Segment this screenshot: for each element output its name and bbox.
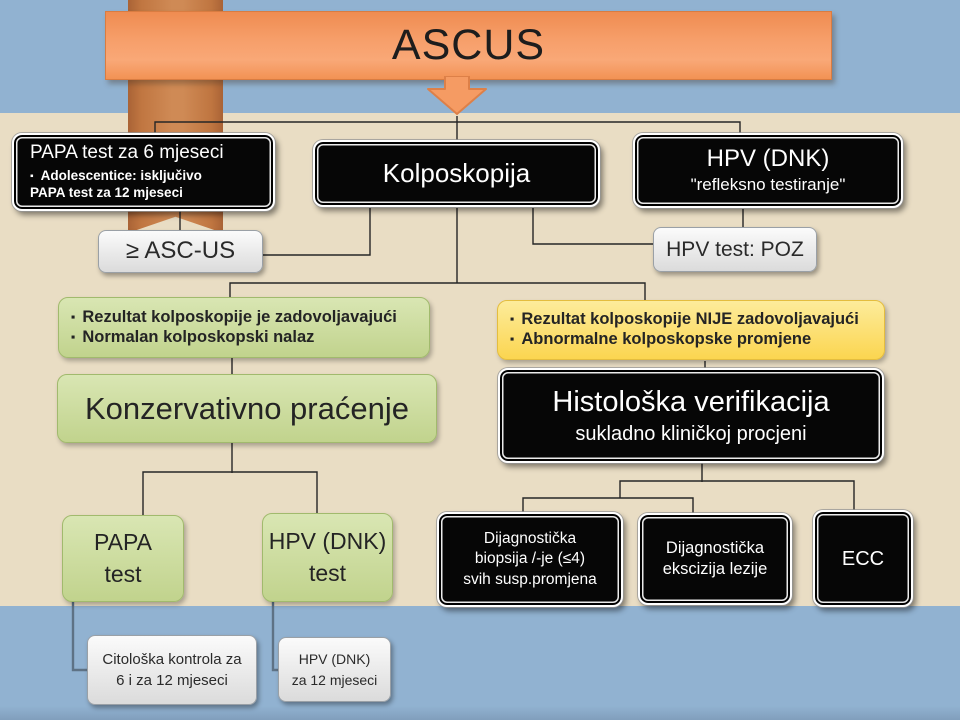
node-kolposkopija-zadovoljavajuca: Rezultat kolposkopije je zadovoljavajući…: [58, 297, 430, 358]
node-hpv-12-mjeseci: HPV (DNK) za 12 mjeseci: [278, 637, 391, 702]
node-citoloska-line2: 6 i za 12 mjeseci: [116, 672, 228, 689]
node-hpv-dnk-test-line2: test: [308, 559, 347, 586]
node-hpv-test-poz-label: HPV test: POZ: [666, 237, 804, 261]
node-dijagnosticka-ekscizija: Dijagnostička ekscizija lezije: [638, 513, 792, 605]
criteria-bullet: Rezultat kolposkopije je zadovoljavajući: [71, 308, 397, 328]
title-banner: ASCUS: [105, 11, 832, 80]
node-hpv12-line2: za 12 mjeseci: [291, 671, 378, 688]
criteria-bullet: Normalan kolposkopski nalaz: [71, 328, 314, 348]
node-ekscizija-line2: ekscizija lezije: [662, 560, 768, 578]
node-ecc: ECC: [813, 510, 913, 607]
node-konzervativno-pracenje: Konzervativno praćenje: [57, 374, 437, 443]
criteria-bullet: Rezultat kolposkopije NIJE zadovoljavaju…: [510, 310, 858, 330]
bottom-shadow-strip: [0, 706, 960, 720]
node-citoloska-kontrola: Citološka kontrola za 6 i za 12 mjeseci: [87, 635, 257, 705]
node-kolposkopija-label: Kolposkopija: [382, 157, 531, 188]
node-histoloska-subtitle: sukladno kliničkoj procjeni: [575, 422, 807, 445]
node-asc-us-label: ≥ ASC-US: [125, 237, 236, 265]
node-hpv-test-poz: HPV test: POZ: [653, 227, 817, 272]
node-papa-test-line2: test: [104, 560, 142, 587]
node-hpv-refleksno-title: HPV (DNK): [706, 145, 830, 173]
node-papa-test-6mj-bullet: Adolescentice: isključivo PAPA test za 1…: [30, 168, 263, 202]
node-histoloska-verifikacija: Histološka verifikacija sukladno kliničk…: [498, 368, 884, 463]
node-biopsija-line2: biopsija /-je (≤4): [474, 550, 586, 568]
node-citoloska-line1: Citološka kontrola za: [102, 651, 242, 668]
node-hpv-dnk-test-line1: HPV (DNK): [268, 528, 387, 555]
node-papa-test-6mj: PAPA test za 6 mjeseci Adolescentice: is…: [12, 133, 275, 211]
node-hpv12-line1: HPV (DNK): [298, 651, 371, 668]
node-konzervativno-label: Konzervativno praćenje: [85, 390, 409, 426]
node-biopsija-line1: Dijagnostička: [483, 530, 577, 548]
slide-title: ASCUS: [391, 21, 546, 69]
node-papa-test: PAPA test: [62, 515, 184, 602]
node-kolposkopija-nije-zadovoljavajuca: Rezultat kolposkopije NIJE zadovoljavaju…: [497, 300, 885, 360]
node-hpv-refleksno-subtitle: "refleksno testiranje": [690, 175, 846, 195]
node-biopsija-line3: svih susp.promjena: [463, 570, 597, 588]
node-hpv-dnk-test: HPV (DNK) test: [262, 513, 393, 602]
node-ekscizija-line1: Dijagnostička: [665, 538, 765, 557]
down-arrow-icon: [427, 76, 487, 115]
node-ecc-label: ECC: [841, 547, 885, 570]
node-kolposkopija: Kolposkopija: [313, 140, 600, 207]
node-asc-us: ≥ ASC-US: [98, 230, 263, 273]
criteria-bullet: Abnormalne kolposkopske promjene: [510, 330, 811, 350]
node-papa-test-6mj-title: PAPA test za 6 mjeseci: [30, 142, 224, 164]
node-papa-test-line1: PAPA: [94, 529, 152, 556]
node-hpv-refleksno: HPV (DNK) "refleksno testiranje": [633, 133, 903, 208]
node-histoloska-title: Histološka verifikacija: [552, 386, 830, 419]
node-dijagnosticka-biopsija: Dijagnostička biopsija /-je (≤4) svih su…: [437, 512, 623, 607]
